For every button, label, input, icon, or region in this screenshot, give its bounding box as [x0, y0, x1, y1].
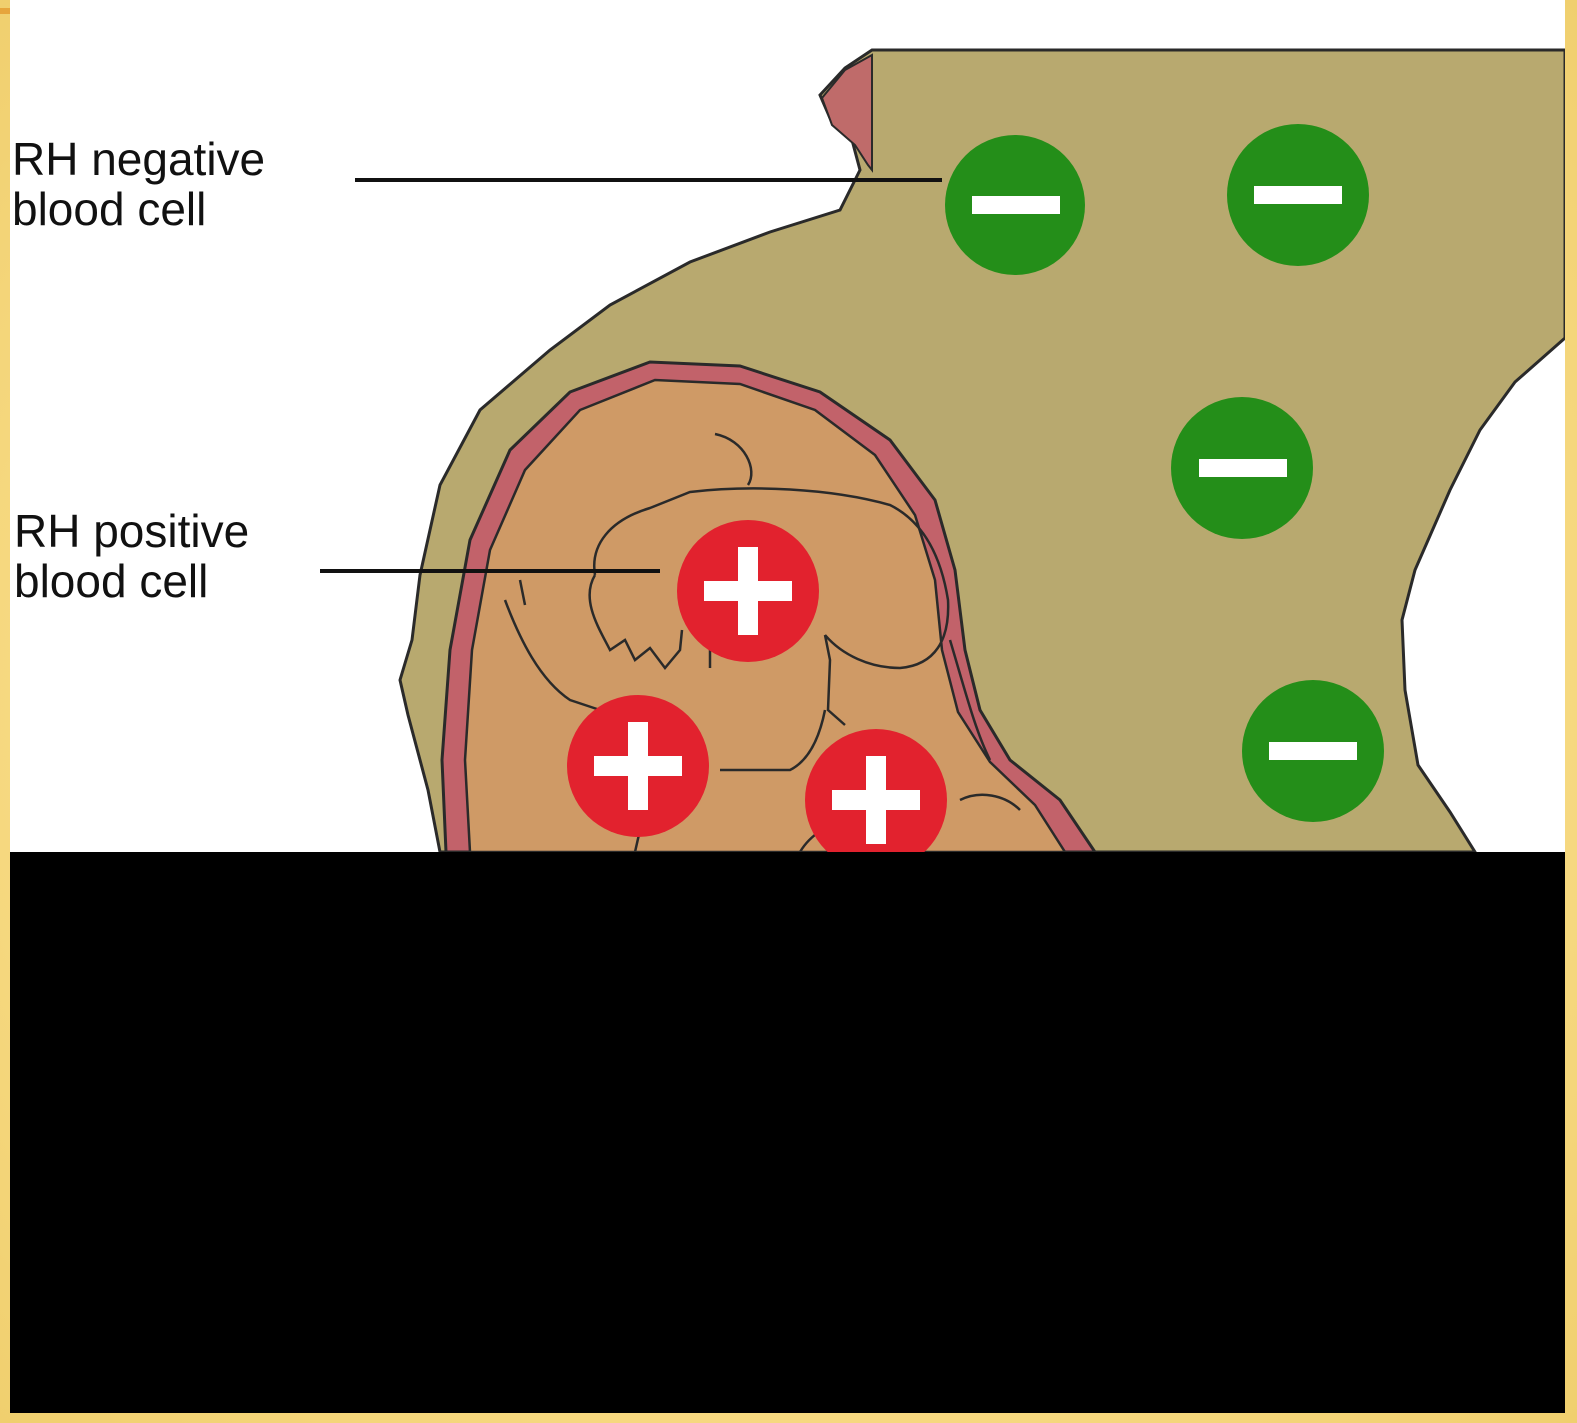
rh-positive-cell	[677, 520, 819, 662]
rh-positive-label: RH positive blood cell	[14, 505, 250, 607]
rh-positive-cell	[805, 729, 947, 871]
rh-negative-cell	[1171, 397, 1313, 539]
rh-negative-cell	[945, 135, 1085, 275]
rh-negative-cell	[1242, 680, 1384, 822]
nipple-shape	[820, 53, 873, 173]
diagram-panel: RH negative blood cell RH positive blood…	[10, 0, 1565, 1413]
rh-negative-label: RH negative blood cell	[12, 133, 266, 235]
rh-negative-cell	[1227, 124, 1369, 266]
rh-incompatibility-diagram	[320, 48, 1565, 871]
slide-accent-mark	[0, 8, 10, 14]
rh-positive-cell	[567, 695, 709, 837]
redacted-region	[10, 852, 1565, 1413]
